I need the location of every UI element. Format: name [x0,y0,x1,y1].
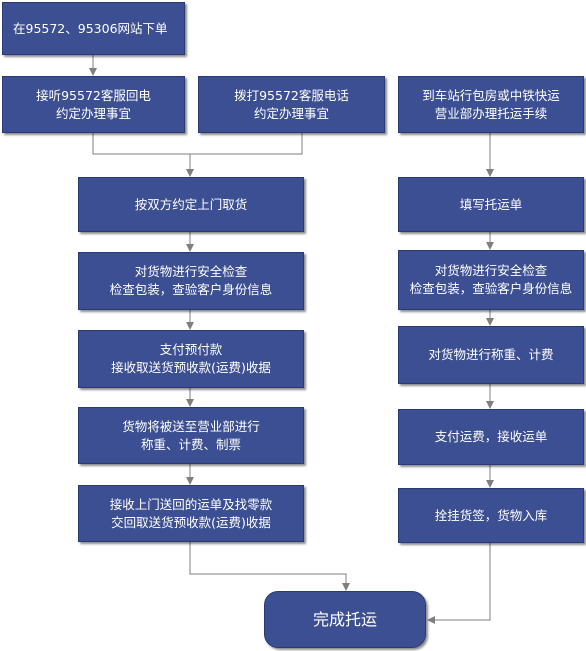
node-tag: 拴挂货签，货物入库 [398,488,584,543]
node-check-right-line-2: 检查包装，查验客户身份信息 [409,281,573,296]
node-tag-line-1: 拴挂货签，货物入库 [434,507,548,523]
node-start-line-1: 在95572、95306网站下单 [13,20,168,36]
node-pay-line-1: 支付运费，接收运单 [434,429,548,444]
node-check-right-line-1: 对货物进行安全检查 [434,263,548,278]
node-sent-line-1: 货物将被送至营业部进行 [122,418,260,434]
node-pickup: 按双方约定上门取货 [78,177,304,232]
node-check-right: 对货物进行安全检查 检查包装，查验客户身份信息 [398,250,584,310]
node-prepay: 支付预付款 接收取送货预收款(运费)收据 [78,330,304,388]
node-fill-line-1: 填写托运单 [459,196,523,212]
node-callback: 接听95572客服回电 约定办理事宜 [2,76,185,133]
node-sent-line-2: 称重、计费、制票 [140,436,241,452]
node-receive-line-1: 接收上门送回的运单及找零款 [109,496,273,512]
node-station-line-2: 营业部办理托运手续 [434,105,548,121]
node-receive-line-2: 交回取送货预收款(运费)收据 [111,514,271,530]
node-callback-line-2: 约定办理事宜 [55,105,131,121]
node-station: 到车站行包房或中铁快运 营业部办理托运手续 [398,76,584,133]
arrow-receive-done [189,542,350,591]
node-dial-line-1: 拨打95572客服电话 [234,87,349,103]
node-weigh-line-1: 对货物进行称重、计费 [428,347,554,362]
node-weigh: 对货物进行称重、计费 [398,326,584,384]
node-prepay-line-1: 支付预付款 [159,342,223,357]
node-pickup-line-1: 按双方约定上门取货 [134,196,248,212]
arrow-tag-done [427,543,491,624]
node-station-line-1: 到车站行包房或中铁快运 [422,87,560,103]
node-sent: 货物将被送至营业部进行 称重、计费、制票 [78,407,304,464]
node-check-left-line-1: 对货物进行安全检查 [134,264,248,279]
node-check-left: 对货物进行安全检查 检查包装，查验客户身份信息 [78,252,304,310]
node-dial: 拨打95572客服电话 约定办理事宜 [198,76,385,133]
node-done-line-1: 完成托运 [312,609,377,629]
node-pay: 支付运费，接收运单 [398,409,584,465]
node-dial-line-2: 约定办理事宜 [253,105,329,121]
node-check-left-line-2: 检查包装，查验客户身份信息 [109,282,273,297]
merge-line [92,133,303,155]
node-callback-line-1: 接听95572客服回电 [36,87,151,103]
node-done: 完成托运 [264,591,426,648]
node-prepay-line-2: 接收取送货预收款(运费)收据 [111,360,271,375]
node-fill: 填写托运单 [398,177,584,232]
node-receive: 接收上门送回的运单及找零款 交回取送货预收款(运费)收据 [78,485,304,542]
node-start: 在95572、95306网站下单 [2,2,185,55]
